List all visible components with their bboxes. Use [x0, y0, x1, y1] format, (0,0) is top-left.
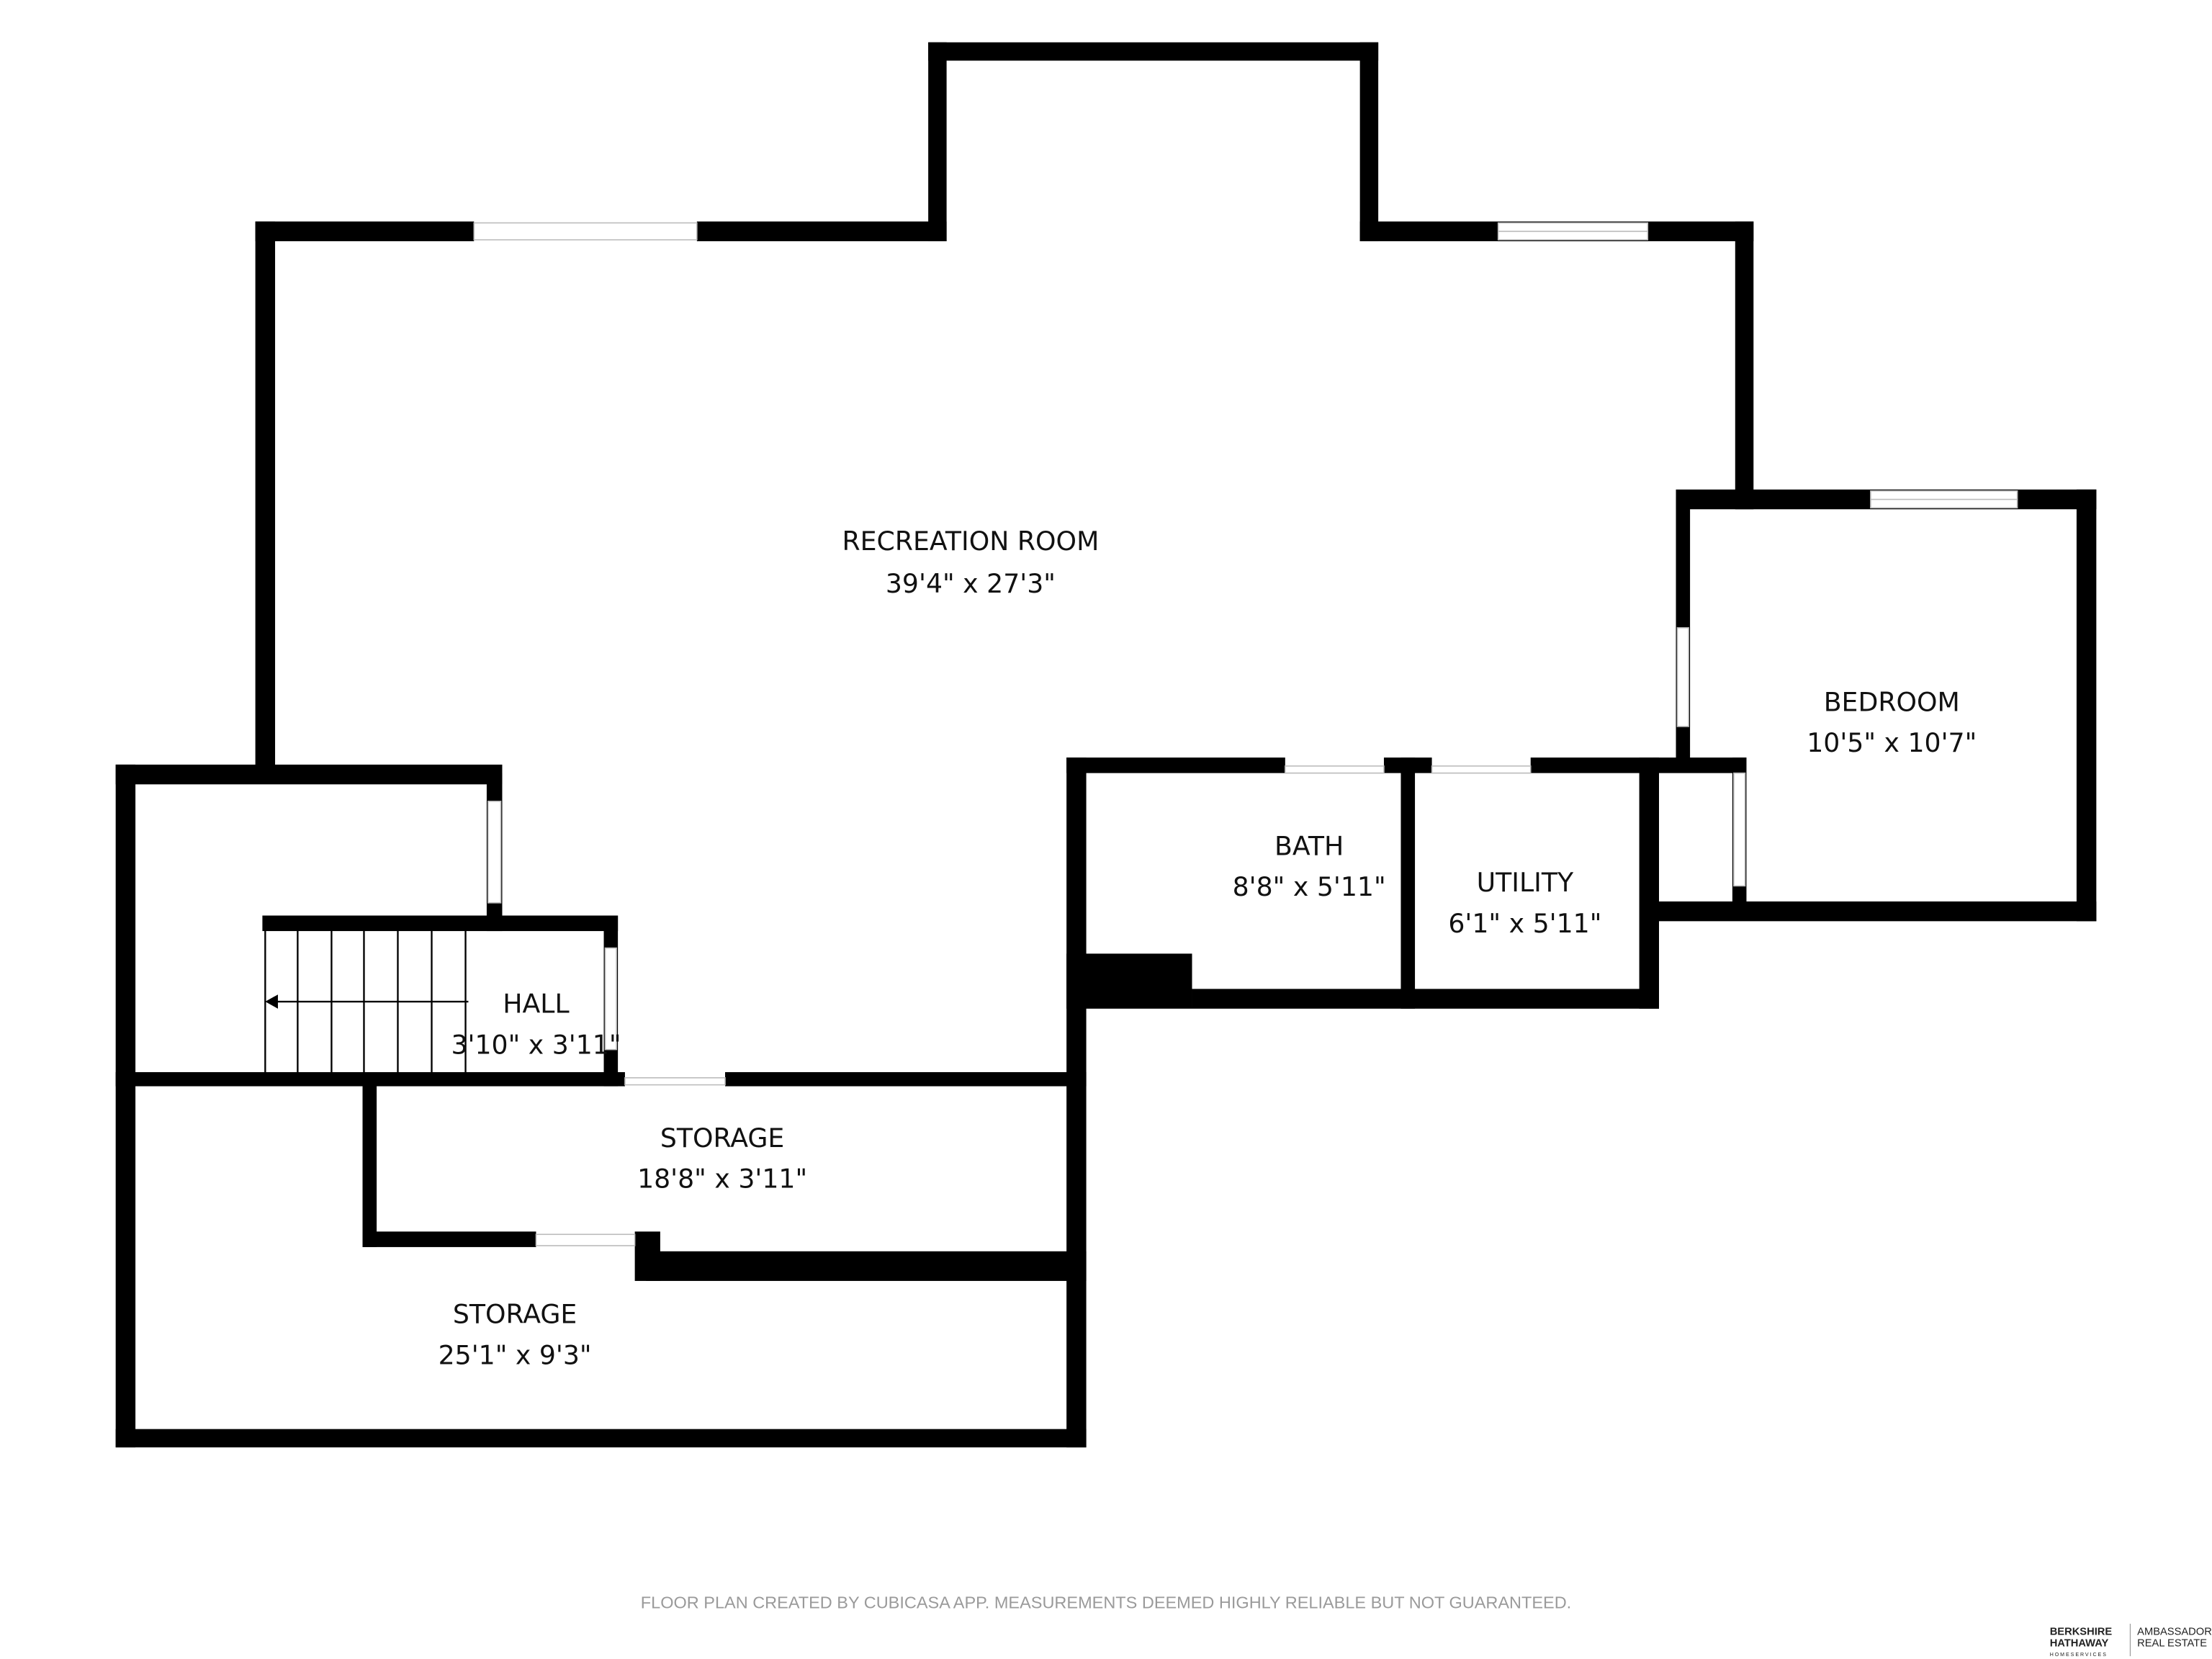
logo-text: AMBASSADOR	[2137, 1627, 2212, 1638]
room-storage-upper: STORAGE 18'8" x 3'11"	[637, 1123, 807, 1195]
wall	[255, 221, 475, 242]
door-opening	[1676, 627, 1689, 727]
door-opening	[473, 222, 698, 240]
wall	[115, 764, 503, 785]
room-name: BATH	[1274, 830, 1344, 861]
wall	[1401, 757, 1416, 1009]
stairs-arrow-icon	[265, 994, 278, 1009]
room-name: UTILITY	[1477, 867, 1574, 898]
wall	[1735, 221, 1754, 510]
door-opening	[1431, 765, 1532, 774]
wall	[1530, 757, 1659, 773]
room-size: 8'8" x 5'11"	[1233, 871, 1386, 902]
wall	[2076, 489, 2097, 922]
room-hall: HALL 3'10" x 3'11"	[451, 989, 621, 1061]
wall	[928, 42, 1379, 61]
wall	[646, 1251, 1087, 1281]
wall	[1066, 757, 1087, 1448]
wall	[928, 42, 947, 242]
wall	[362, 1071, 377, 1247]
wall	[1066, 757, 1285, 773]
wall	[725, 1071, 1087, 1087]
room-name: STORAGE	[453, 1299, 577, 1330]
stairs	[264, 920, 469, 1072]
wall	[696, 221, 947, 242]
door-opening	[1285, 765, 1385, 774]
room-size: 39'4" x 27'3"	[886, 568, 1056, 599]
room-size: 6'1" x 5'11"	[1448, 908, 1601, 939]
room-size: 25'1" x 9'3"	[439, 1340, 592, 1371]
wall	[1639, 757, 1659, 1009]
wall	[262, 915, 619, 932]
wall	[1192, 989, 1659, 1009]
wall	[1359, 42, 1379, 242]
wall	[1653, 757, 1747, 773]
door-opening	[604, 947, 617, 1051]
wall	[115, 1429, 1087, 1448]
room-bedroom: BEDROOM 10'5" x 10'7"	[1807, 686, 1977, 758]
door-opening	[624, 1077, 726, 1086]
logo-text: REAL ESTATE	[2137, 1637, 2207, 1649]
brokerage-logo: BERKSHIRE HATHAWAY HOMESERVICES AMBASSAD…	[2050, 1624, 2212, 1658]
room-size: 3'10" x 3'11"	[451, 1030, 621, 1061]
logo-text: HOMESERVICES	[2050, 1653, 2108, 1658]
room-name: RECREATION ROOM	[842, 526, 1099, 557]
wall	[1066, 953, 1192, 1009]
room-name: STORAGE	[660, 1123, 784, 1154]
room-name: BEDROOM	[1824, 686, 1960, 717]
logo-text: HATHAWAY	[2050, 1637, 2109, 1649]
openings	[473, 222, 2018, 1246]
logo-text: BERKSHIRE	[2050, 1627, 2113, 1638]
room-bath: BATH 8'8" x 5'11"	[1233, 830, 1386, 902]
room-size: 18'8" x 3'11"	[637, 1164, 807, 1195]
wall	[1653, 901, 2097, 922]
room-recreation-room: RECREATION ROOM 39'4" x 27'3"	[842, 526, 1099, 599]
door-opening	[535, 1233, 636, 1246]
wall	[115, 764, 136, 1448]
walls	[115, 42, 2097, 1448]
door-opening	[1733, 772, 1746, 887]
door-opening	[487, 801, 502, 904]
room-size: 10'5" x 10'7"	[1807, 727, 1977, 758]
disclaimer: FLOOR PLAN CREATED BY CUBICASA APP. MEAS…	[641, 1593, 1571, 1611]
wall	[255, 221, 276, 773]
room-utility: UTILITY 6'1" x 5'11"	[1448, 867, 1601, 939]
wall	[362, 1231, 536, 1247]
room-storage-lower: STORAGE 25'1" x 9'3"	[439, 1299, 592, 1371]
room-name: HALL	[503, 989, 569, 1020]
